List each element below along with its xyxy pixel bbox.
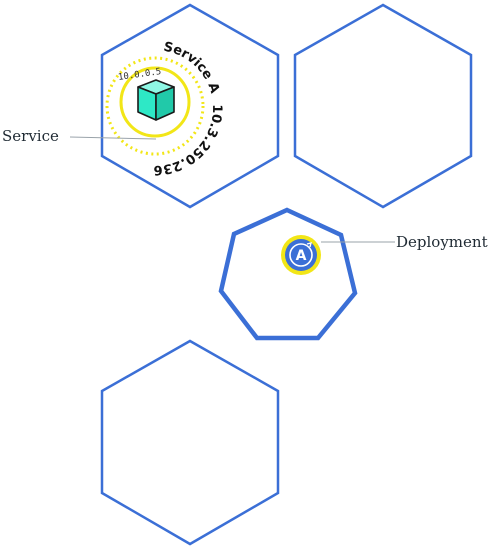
deployment-badge-letter: A [296, 248, 307, 264]
node-hexagon-top-left [100, 3, 280, 209]
service-dotted-ring [105, 56, 205, 156]
node-heptagon [218, 207, 358, 341]
deployment-icon: A [281, 235, 321, 275]
service-group: 10.0.0.5 Service A 10.3.250.236 [105, 40, 224, 177]
node-hexagon-bottom-left [100, 339, 280, 546]
service-callout-label: Service [2, 127, 59, 145]
service-leader-line [69, 136, 157, 140]
node-hexagon-top-right [293, 3, 473, 209]
cube-icon [137, 79, 175, 121]
deployment-callout-label: Deployment [396, 233, 488, 251]
